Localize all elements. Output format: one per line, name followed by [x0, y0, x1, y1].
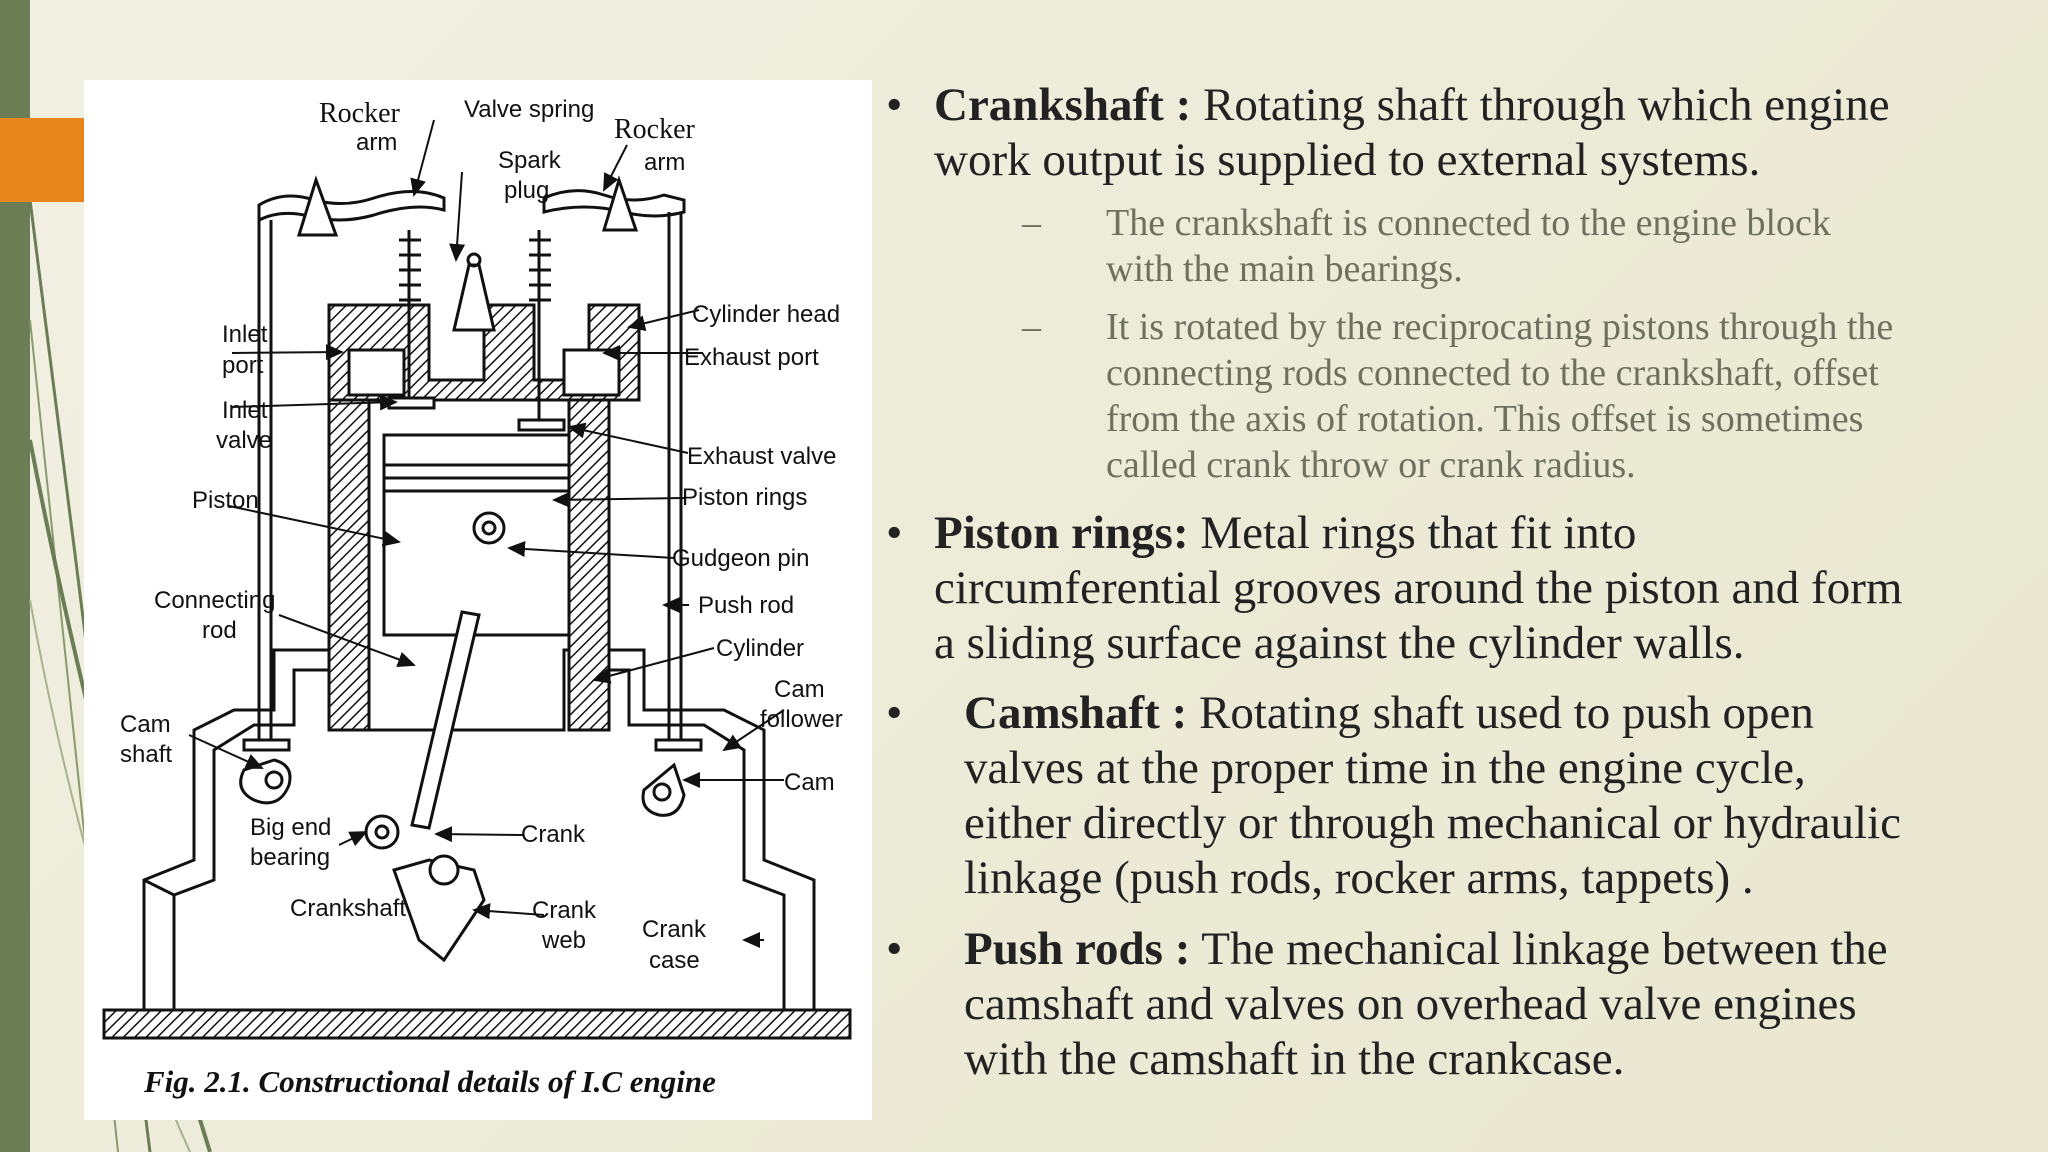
- label-crank-case-2: case: [649, 947, 700, 974]
- text-line: with the main bearings.: [1106, 248, 1463, 290]
- text-line: called crank throw or crank radius.: [1106, 444, 1636, 486]
- label-inlet-valve-1: Inlet: [222, 397, 268, 424]
- label-crankshaft: Crankshaft: [290, 895, 406, 922]
- bullet-marker: •: [886, 687, 903, 739]
- figure-caption: Fig. 2.1. Constructional details of I.C …: [143, 1064, 716, 1099]
- text-line: linkage (push rods, rocker arms, tappets…: [964, 852, 1754, 904]
- bullet-marker: •: [886, 79, 903, 131]
- label-cylinder: Cylinder: [716, 635, 804, 662]
- label-cam-follower-2: follower: [760, 706, 843, 733]
- label-cam: Cam: [784, 769, 835, 796]
- label-cam-shaft-1: Cam: [120, 711, 171, 738]
- label-cylinder-head: Cylinder head: [692, 301, 840, 328]
- label-connecting-rod-1: Connecting: [154, 587, 275, 614]
- text-line: The mechanical linkage between the: [1190, 923, 1888, 975]
- label-spark-plug-1: Spark: [498, 147, 562, 174]
- text-line: from the axis of rotation. This offset i…: [1106, 398, 1864, 440]
- term-piston-rings: Piston rings:: [934, 507, 1189, 559]
- label-rocker-arm-left-2: arm: [356, 129, 397, 156]
- term-push-rods: Push rods :: [964, 923, 1191, 975]
- engine-diagram: Rocker arm Valve spring Rocker arm Spark…: [84, 80, 872, 1120]
- dash-marker: –: [1022, 306, 1041, 348]
- bullet-marker: •: [886, 507, 903, 559]
- text-line: Rotating shaft through which engine: [1191, 79, 1890, 131]
- text-line: either directly or through mechanical or…: [964, 797, 1902, 849]
- text-line: circumferential grooves around the pisto…: [934, 562, 1903, 614]
- text-line: camshaft and valves on overhead valve en…: [964, 978, 1857, 1030]
- label-rocker-arm-right-1: Rocker: [614, 114, 696, 145]
- text-line: Metal rings that fit into: [1188, 507, 1637, 559]
- label-rocker-arm-right-2: arm: [644, 149, 685, 176]
- label-big-end-bearing-2: bearing: [250, 844, 330, 871]
- bullet-marker: •: [886, 923, 903, 975]
- label-push-rod: Push rod: [698, 592, 794, 619]
- text-line: with the camshaft in the crankcase.: [964, 1033, 1625, 1085]
- dash-marker: –: [1022, 202, 1041, 244]
- label-connecting-rod-2: rod: [202, 617, 237, 644]
- text-line: work output is supplied to external syst…: [934, 134, 1761, 186]
- label-crank-web-2: web: [541, 927, 586, 954]
- text-line: connecting rods connected to the cranksh…: [1106, 352, 1879, 394]
- label-gudgeon-pin: Gudgeon pin: [672, 545, 809, 572]
- label-crank-case-1: Crank: [642, 916, 707, 943]
- label-crank-web-1: Crank: [532, 897, 597, 924]
- label-cam-follower-1: Cam: [774, 676, 825, 703]
- label-exhaust-valve: Exhaust valve: [687, 443, 836, 470]
- engine-diagram-svg: Rocker arm Valve spring Rocker arm Spark…: [102, 96, 852, 1099]
- label-inlet-port-1: Inlet: [222, 321, 268, 348]
- text-line: valves at the proper time in the engine …: [964, 742, 1806, 794]
- label-exhaust-port: Exhaust port: [684, 344, 819, 371]
- label-piston-rings: Piston rings: [682, 484, 807, 511]
- label-cam-shaft-2: shaft: [120, 741, 172, 768]
- label-piston: Piston: [192, 487, 259, 514]
- label-spark-plug-2: plug: [504, 177, 549, 204]
- text-line: It is rotated by the reciprocating pisto…: [1106, 306, 1894, 348]
- label-big-end-bearing-1: Big end: [250, 814, 331, 841]
- term-camshaft: Camshaft :: [964, 687, 1188, 739]
- leader-lines: [188, 119, 785, 948]
- text-line: Rotating shaft used to push open: [1187, 687, 1814, 739]
- label-crank: Crank: [521, 821, 586, 848]
- label-valve-spring: Valve spring: [464, 96, 594, 123]
- term-crankshaft: Crankshaft :: [934, 79, 1192, 131]
- text-line: a sliding surface against the cylinder w…: [934, 617, 1745, 669]
- accent-block: [0, 118, 84, 202]
- label-inlet-port-2: port: [222, 352, 264, 379]
- label-inlet-valve-2: valve: [216, 427, 272, 454]
- label-rocker-arm-left-1: Rocker: [319, 98, 401, 129]
- text-line: The crankshaft is connected to the engin…: [1106, 202, 1831, 244]
